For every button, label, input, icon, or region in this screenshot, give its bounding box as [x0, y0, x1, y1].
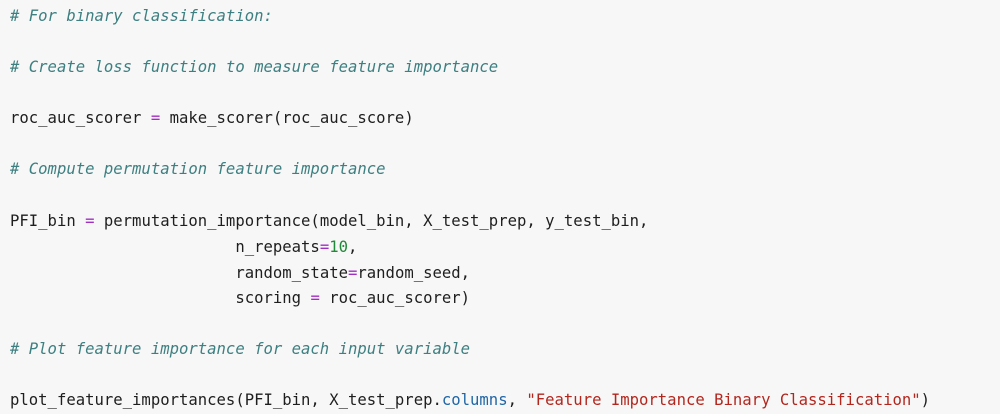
plot-call-separator: , [507, 391, 527, 409]
comma: , [348, 238, 358, 256]
indent [10, 264, 235, 282]
pfi-lhs: PFI_bin [10, 212, 86, 230]
indent [10, 289, 235, 307]
n-repeats-value: 10 [329, 238, 348, 256]
code-line-pfi: PFI_bin = permutation_importance(model_b… [10, 209, 648, 233]
indent [10, 238, 235, 256]
scoring-name: scoring [235, 289, 311, 307]
scorer-rhs: make_scorer(roc_auc_score) [160, 109, 414, 127]
pfi-rhs: permutation_importance(model_bin, X_test… [94, 212, 649, 230]
code-line-n-repeats: n_repeats=10, [10, 235, 357, 259]
code-line-random-state: random_state=random_seed, [10, 261, 470, 285]
code-line-scorer: roc_auc_scorer = make_scorer(roc_auc_sco… [10, 106, 414, 130]
code-line-scoring: scoring = roc_auc_scorer) [10, 286, 470, 310]
random-state-name: random_state [235, 264, 348, 282]
comment-plot: # Plot feature importance for each input… [10, 340, 471, 358]
plot-title-string: "Feature Importance Binary Classificatio… [526, 391, 921, 409]
comment-loss-function: # Create loss function to measure featur… [10, 58, 499, 76]
assign-operator: = [85, 212, 95, 230]
columns-attribute: columns [441, 391, 508, 409]
scorer-lhs: roc_auc_scorer [10, 109, 151, 127]
assign-operator: = [310, 289, 320, 307]
code-line-plot: plot_feature_importances(PFI_bin, X_test… [10, 388, 930, 412]
comment-binary-classification: # For binary classification: [10, 7, 273, 25]
random-state-value: random_seed, [357, 264, 471, 282]
plot-call-head: plot_feature_importances(PFI_bin, X_test… [10, 391, 442, 409]
comment-compute-pfi: # Compute permutation feature importance [10, 160, 386, 178]
n-repeats-name: n_repeats [235, 238, 320, 256]
scoring-value: roc_auc_scorer) [319, 289, 471, 307]
assign-operator: = [150, 109, 161, 127]
assign-operator: = [319, 238, 330, 256]
plot-call-close: ) [920, 391, 931, 409]
assign-operator: = [348, 264, 358, 282]
